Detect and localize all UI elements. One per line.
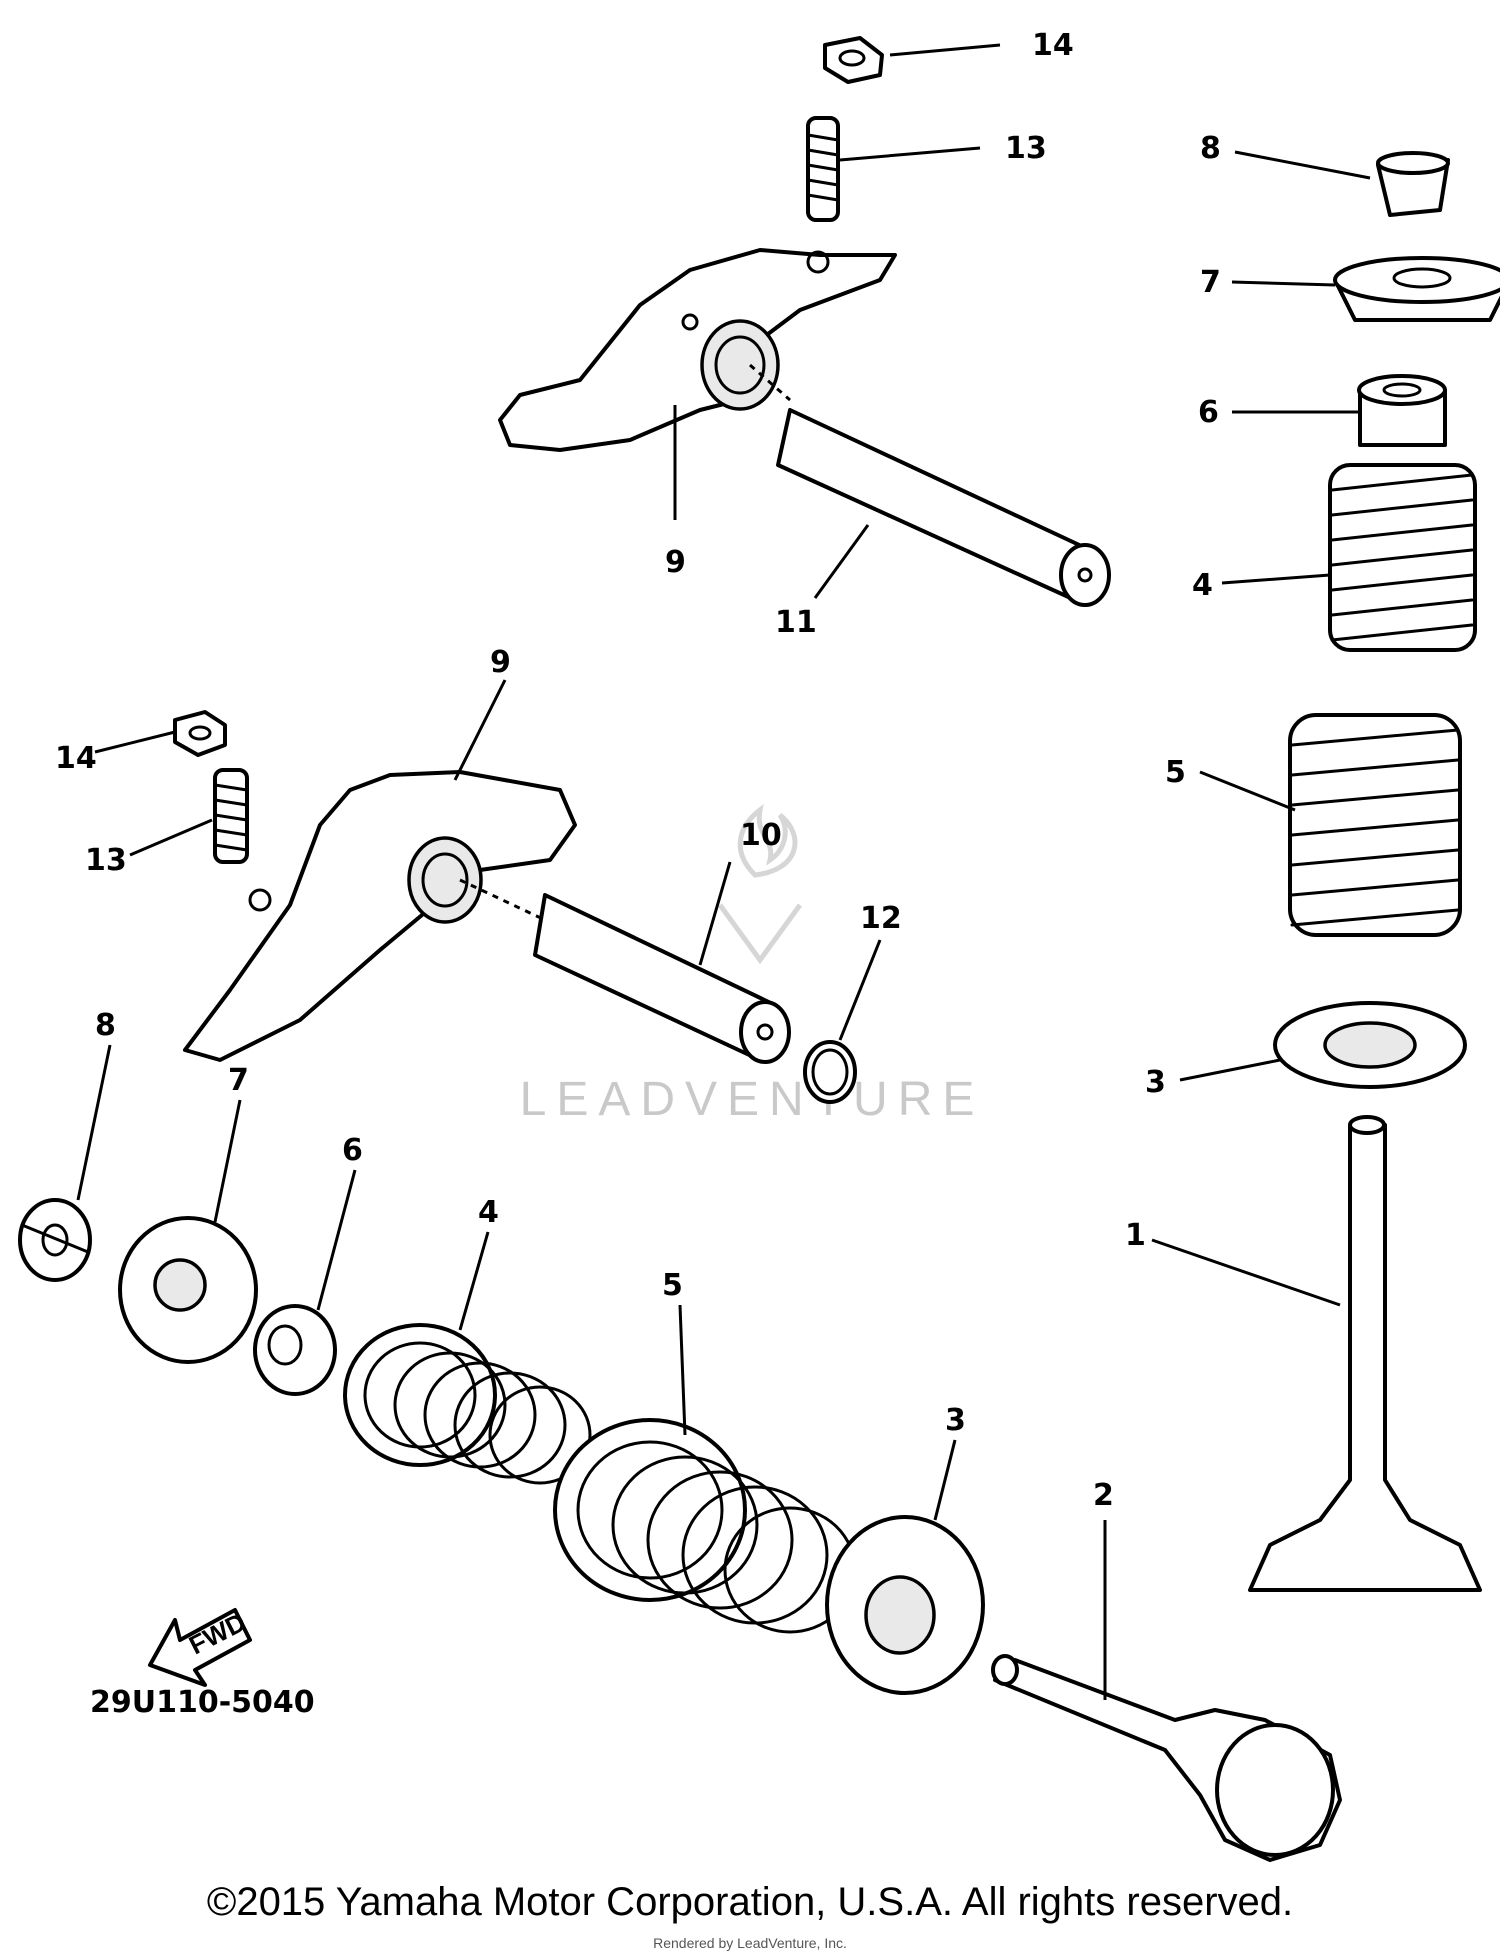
part-8-left-cotter[interactable] bbox=[18, 1198, 92, 1282]
watermark: LEADVENTURE bbox=[520, 804, 985, 1126]
callout-4-left: 4 bbox=[478, 1195, 499, 1230]
callout-5-left: 5 bbox=[662, 1268, 683, 1303]
part-4-right-inner-spring[interactable] bbox=[1328, 463, 1477, 652]
callout-9-left: 9 bbox=[490, 645, 511, 680]
rendered-by-credit: Rendered by LeadVenture, Inc. bbox=[653, 1935, 847, 1951]
part-13-upper-adjuster[interactable] bbox=[806, 116, 840, 222]
callout-8-left: 8 bbox=[95, 1008, 116, 1043]
part-5-right-outer-spring[interactable] bbox=[1288, 713, 1462, 937]
callout-2: 2 bbox=[1093, 1478, 1114, 1513]
part-2-valve[interactable] bbox=[991, 1654, 1342, 1862]
part-11-rocker-shaft[interactable] bbox=[749, 363, 1111, 607]
watermark-logo-icon bbox=[717, 804, 803, 965]
part-3-left-spring-seat[interactable] bbox=[825, 1515, 985, 1695]
part-10-rocker-shaft[interactable] bbox=[459, 878, 791, 1064]
catalog-number: 29U110-5040 bbox=[90, 1685, 315, 1720]
callout-14-upper: 14 bbox=[1032, 28, 1074, 63]
callout-11: 11 bbox=[775, 605, 817, 640]
callout-5-right: 5 bbox=[1165, 755, 1186, 790]
callout-12: 12 bbox=[860, 901, 902, 936]
part-4-left-inner-spring[interactable] bbox=[343, 1323, 592, 1485]
callout-10: 10 bbox=[740, 818, 782, 853]
callout-3-right: 3 bbox=[1145, 1065, 1166, 1100]
callout-7-left: 7 bbox=[228, 1063, 249, 1098]
fwd-arrow-icon: FWD bbox=[148, 1607, 252, 1687]
part-9-upper-rocker-arm[interactable] bbox=[498, 248, 897, 452]
part-6-right-seal[interactable] bbox=[1357, 374, 1447, 447]
callout-13-upper: 13 bbox=[1005, 131, 1047, 166]
callout-14-left: 14 bbox=[55, 741, 97, 776]
callout-3-left: 3 bbox=[945, 1403, 966, 1438]
callout-6-left: 6 bbox=[342, 1133, 363, 1168]
leader-lines bbox=[76, 43, 1371, 1700]
part-8-right-cotter[interactable] bbox=[1376, 151, 1450, 217]
part-14-left-nut[interactable] bbox=[173, 710, 227, 757]
callout-8-right: 8 bbox=[1200, 131, 1221, 166]
part-1-valve[interactable] bbox=[1248, 1115, 1482, 1592]
watermark-text: LEADVENTURE bbox=[520, 1073, 985, 1126]
callout-1: 1 bbox=[1125, 1218, 1146, 1253]
part-13-left-adjuster[interactable] bbox=[213, 768, 249, 864]
part-14-upper-nut[interactable] bbox=[823, 36, 884, 84]
callout-9-upper: 9 bbox=[665, 545, 686, 580]
callout-4-right: 4 bbox=[1192, 568, 1213, 603]
callout-7-right: 7 bbox=[1200, 265, 1221, 300]
copyright-notice: ©2015 Yamaha Motor Corporation, U.S.A. A… bbox=[206, 1880, 1294, 1924]
part-5-left-outer-spring[interactable] bbox=[553, 1418, 857, 1634]
callout-13-left: 13 bbox=[85, 843, 127, 878]
part-3-right-spring-seat[interactable] bbox=[1273, 1001, 1467, 1089]
callout-6-right: 6 bbox=[1198, 395, 1219, 430]
part-6-left-seal[interactable] bbox=[253, 1304, 337, 1396]
callouts: 14 13 8 7 6 4 5 3 1 9 11 9 14 13 10 12 8… bbox=[55, 28, 1221, 1513]
part-12-o-ring[interactable] bbox=[803, 1040, 857, 1104]
part-7-right-retainer[interactable] bbox=[1333, 256, 1500, 322]
part-7-left-retainer[interactable] bbox=[118, 1216, 258, 1364]
part-9-left-rocker-arm[interactable] bbox=[183, 770, 577, 1062]
